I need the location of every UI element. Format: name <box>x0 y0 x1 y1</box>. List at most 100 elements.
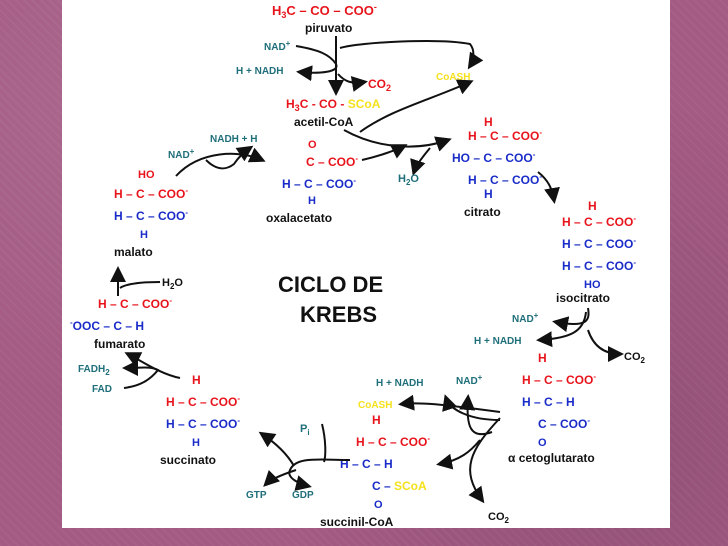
succinil-row-2: H – C – H <box>340 457 393 471</box>
oxal-label: oxalacetato <box>266 211 332 225</box>
nad-mal-label: NAD+ <box>168 147 195 161</box>
malato-to-oxalacetato-arrow <box>175 147 266 177</box>
nad-keto-label: NAD+ <box>456 373 483 387</box>
keto-to-succinil-arrow <box>436 439 481 470</box>
co2-top-label: CO2 <box>368 77 391 93</box>
citrato-bottom: H <box>484 187 493 201</box>
citrato-row-3: H – C – COO- <box>468 172 542 187</box>
succinato-bottom: H <box>192 437 200 449</box>
piruvato-group: H3C – CO – COO- piruvato <box>272 2 377 35</box>
isocitrato-label: isocitrato <box>556 291 610 305</box>
citrato-label: citrato <box>464 205 501 219</box>
title-line-1: CICLO DE <box>278 272 383 297</box>
h2o-malato-arrow <box>119 281 161 289</box>
malato-label: malato <box>114 245 153 259</box>
pi-arrow <box>321 423 327 463</box>
isocitrato-bottom: HO <box>584 279 601 291</box>
malato-top: HO <box>138 169 155 181</box>
coash-succ-label: CoASH <box>358 400 392 411</box>
oxal-row-1: C – COO- <box>306 154 358 169</box>
isocitrato-group: H H – C – COO- H – C – COO- H – C – COO-… <box>556 199 636 305</box>
succinil-row-3: C – SCoA <box>372 479 427 493</box>
fumarato-group: H – C – COO- -OOC – C – H fumarato <box>70 296 172 351</box>
co2-keto-arrow <box>468 417 501 504</box>
fumarato-label: fumarato <box>94 337 145 351</box>
isocitrato-row-3: H – C – COO- <box>562 258 636 273</box>
nad-reduction-arrow <box>295 45 338 82</box>
piruvato-label: piruvato <box>305 21 352 35</box>
title-line-2: KREBS <box>300 302 377 327</box>
fumarato-row-2: -OOC – C – H <box>70 318 144 333</box>
piruvato-formula: H3C – CO – COO- <box>272 2 377 20</box>
acetil-to-citrato-arrow <box>343 129 452 152</box>
coash-release-arrow <box>359 79 474 133</box>
nadh-top-label: H + NADH <box>236 66 284 77</box>
nadh-keto-label: H + NADH <box>376 378 424 389</box>
co2-iso-arrow <box>587 329 624 362</box>
coash-top-label: CoASH <box>436 72 470 83</box>
oxalacetato-group: O C – COO- H – C – COO- H oxalacetato <box>266 139 358 225</box>
nadh-iso-arrow <box>536 311 587 348</box>
fumarato-row-1: H – C – COO- <box>98 296 172 311</box>
gtp-label: GTP <box>246 490 267 501</box>
oxal-bottom: H <box>308 195 316 207</box>
ceto-row-2: H – C – H <box>522 395 575 409</box>
malato-group: HO H – C – COO- H – C – COO- H malato <box>114 169 188 259</box>
oxalacetato-to-citrato-arrow <box>361 144 408 161</box>
h2o-citrato-label: H2O <box>398 173 419 187</box>
ceto-bottom: O <box>538 437 547 449</box>
succinil-label: succinil-CoA <box>320 515 394 529</box>
succinato-row-2: H – C – COO- <box>166 416 240 431</box>
succinato-group: H H – C – COO- H – C – COO- H succinato <box>160 373 240 467</box>
citrato-row-2: HO – C – COO- <box>452 150 536 165</box>
ceto-row-1: H – C – COO- <box>522 372 596 387</box>
gdp-label: GDP <box>292 490 314 501</box>
nad-iso-label: NAD+ <box>512 311 539 325</box>
gdp-gtp-arrow <box>288 458 351 491</box>
ceto-top: H <box>538 351 547 365</box>
oxal-row-2: H – C – COO- <box>282 176 356 191</box>
h2o-arrow <box>410 147 431 176</box>
isocitrato-row-2: H – C – COO- <box>562 236 636 251</box>
coash-succ-arrow <box>398 394 501 413</box>
ceto-row-3: C – COO- <box>538 416 590 431</box>
acetil-formula: H3C - CO - SCoA <box>286 97 381 113</box>
succinil-to-succinato-arrow <box>258 431 295 467</box>
succinil-group: H H – C – COO- H – C – H C – SCoA O succ… <box>320 413 430 529</box>
ceto-label: α cetoglutarato <box>508 451 595 465</box>
nad-keto-arrow <box>442 394 501 421</box>
nad-mal-arrow <box>205 145 254 170</box>
succinato-row-1: H – C – COO- <box>166 394 240 409</box>
oxal-top: O <box>308 139 317 151</box>
cetoglutarato-group: H H – C – COO- H – C – H C – COO- O α ce… <box>508 351 596 465</box>
citrato-top: H <box>484 115 493 129</box>
co2-keto-label: CO2 <box>488 511 510 525</box>
succinato-top: H <box>192 373 201 387</box>
malato-row-2: H – C – COO- <box>114 208 188 223</box>
fad-label: FAD <box>92 384 112 395</box>
coash-arrow <box>339 40 484 70</box>
succinil-top: H <box>372 413 381 427</box>
nad-top-label: NAD+ <box>264 39 291 53</box>
isocitrato-row-1: H – C – COO- <box>562 214 636 229</box>
malato-bottom: H <box>140 229 148 241</box>
citrato-row-1: H – C – COO- <box>468 128 542 143</box>
malato-row-1: H – C – COO- <box>114 186 188 201</box>
pi-label: Pi <box>300 423 310 437</box>
co2-release-arrow <box>337 73 368 92</box>
acetil-coa-group: H3C - CO - SCoA acetil-CoA <box>286 97 381 129</box>
gtp-arrow <box>263 469 297 487</box>
co2-iso-label: CO2 <box>624 351 646 365</box>
citrato-group: H H – C – COO- HO – C – COO- H – C – COO… <box>452 115 542 219</box>
succinato-to-fumarato-arrow <box>124 352 181 379</box>
nadh-iso-label: H + NADH <box>474 336 522 347</box>
isocitrato-top: H <box>588 199 597 213</box>
acetil-label: acetil-CoA <box>294 115 354 129</box>
fad-reduction-arrow <box>122 359 160 389</box>
nadh-mal-label: NADH + H <box>210 134 258 145</box>
h2o-malato-label: H2O <box>162 277 183 291</box>
fadh2-label: FADH2 <box>78 364 110 377</box>
citrato-to-isocitrato-arrow <box>537 171 560 204</box>
nad-iso-arrow <box>552 307 590 333</box>
